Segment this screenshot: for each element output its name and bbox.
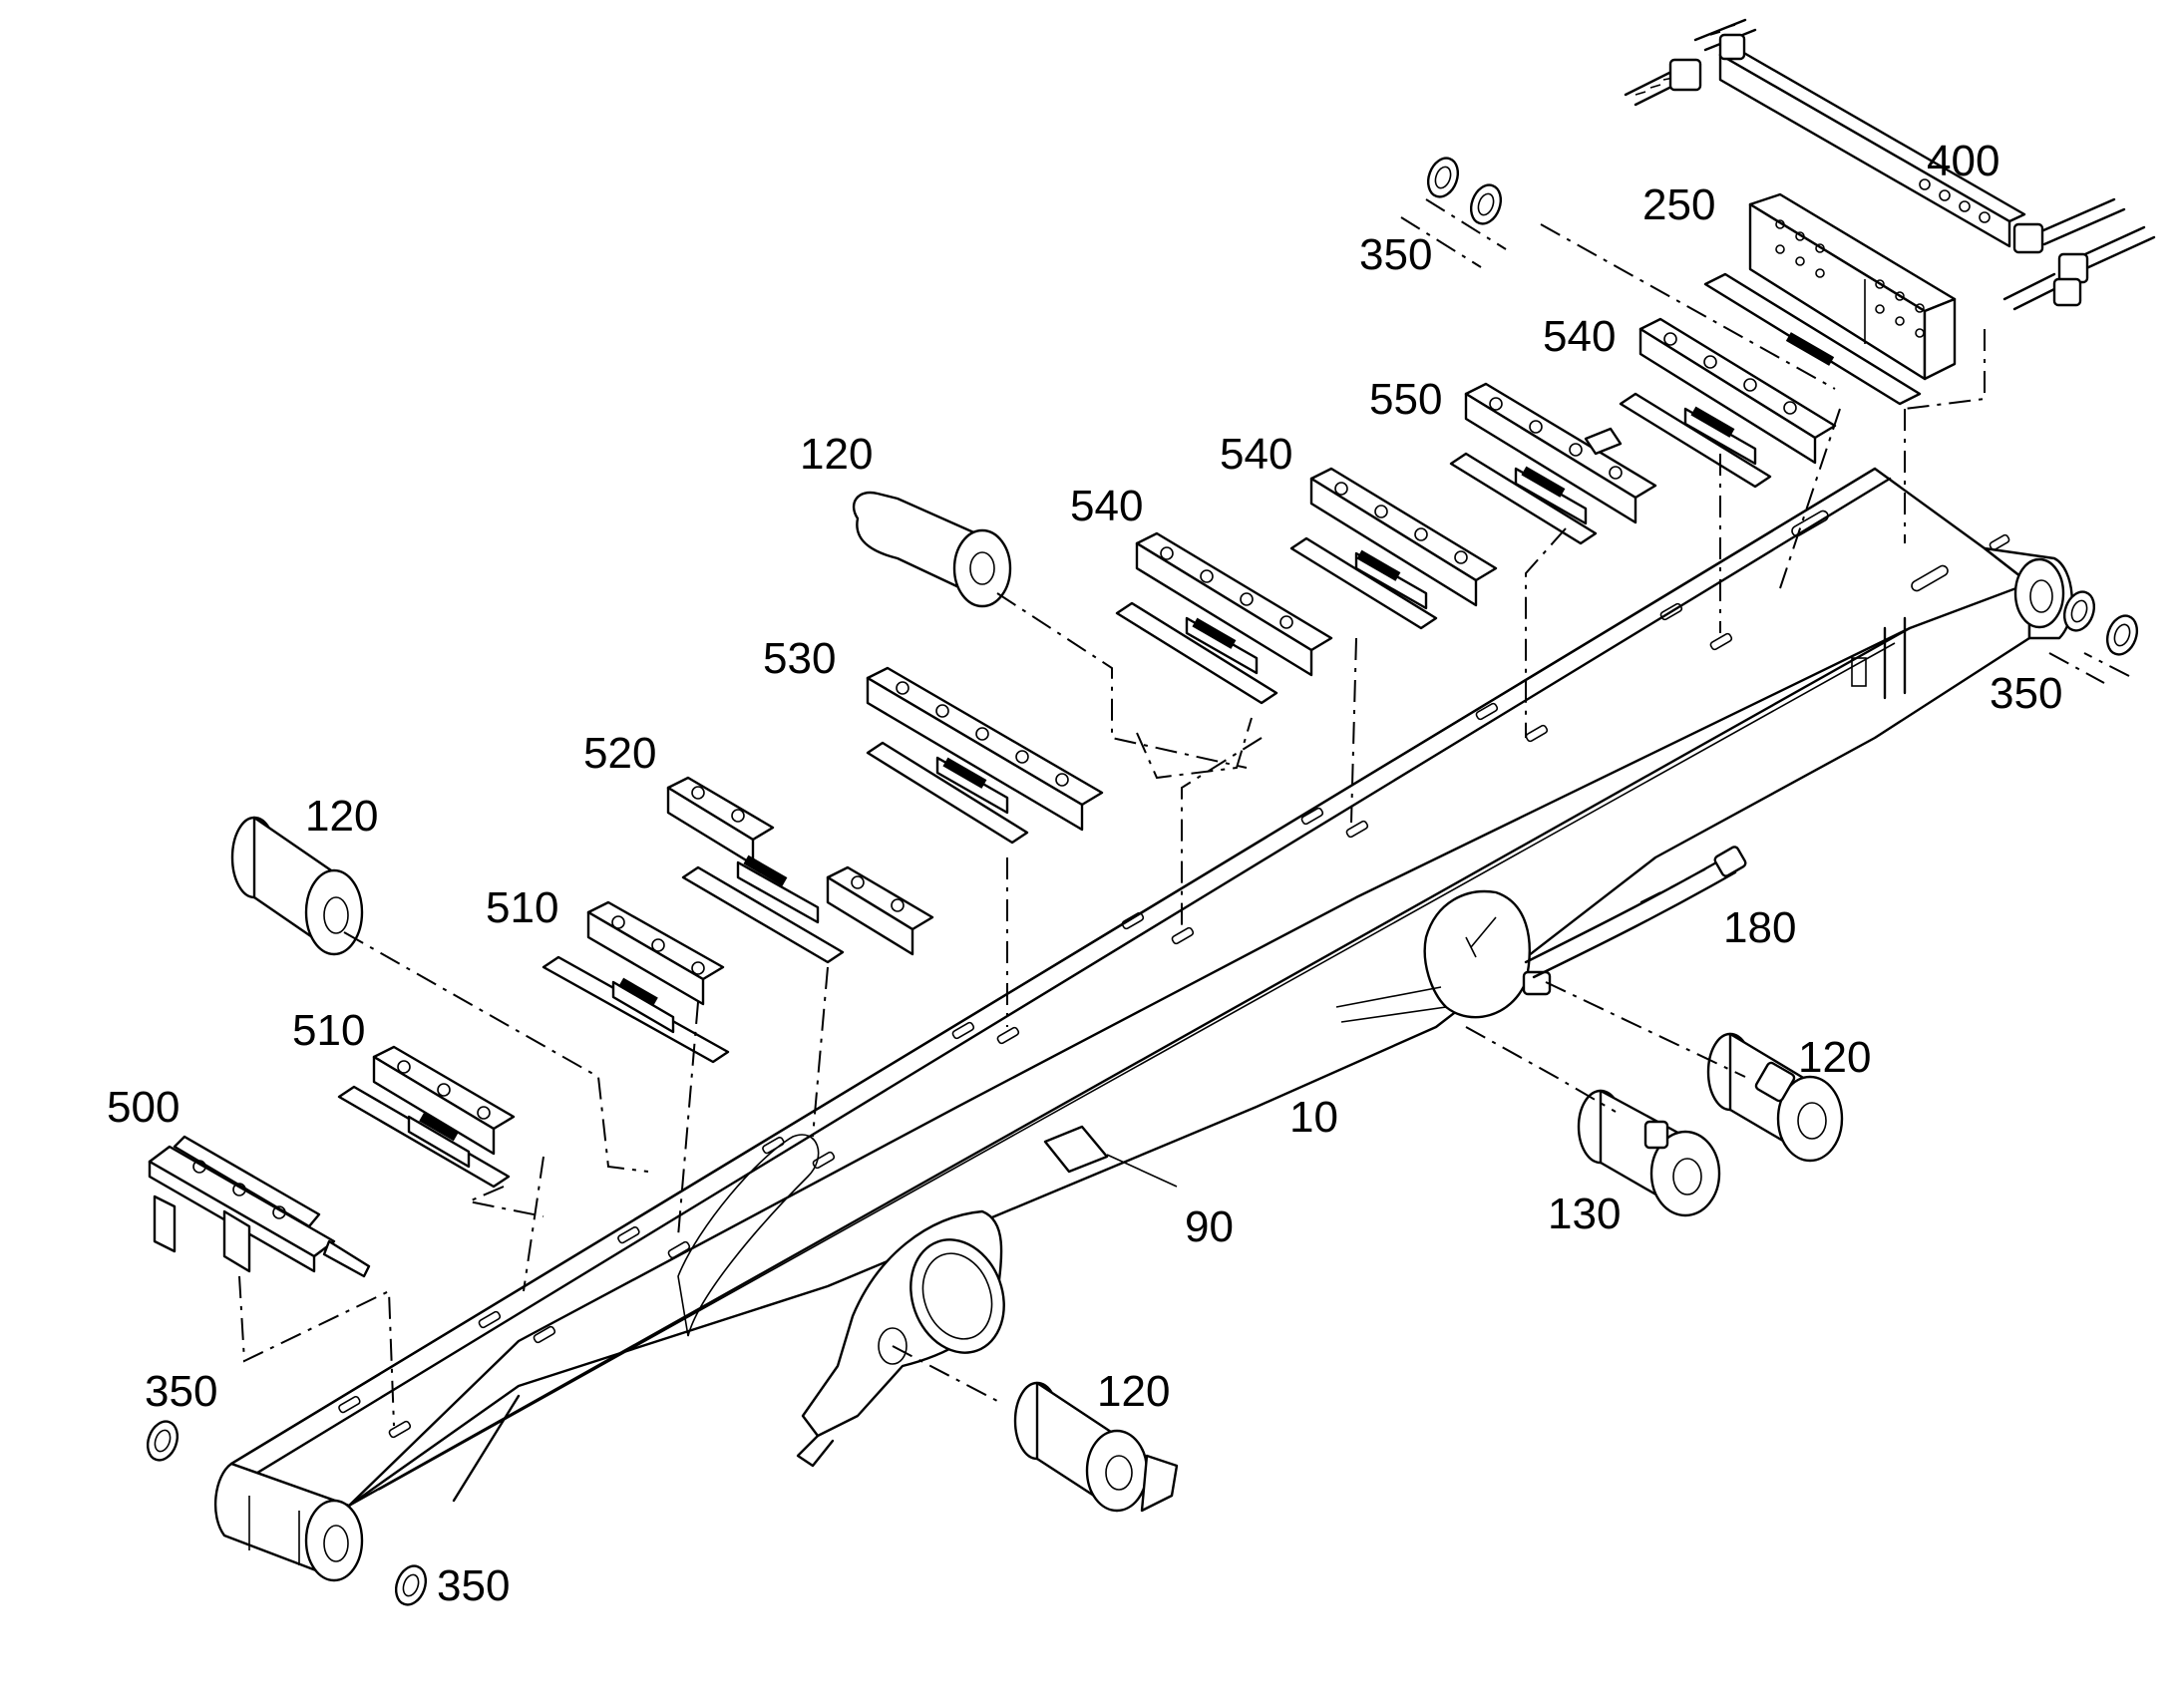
callout-120-right: 120 (1798, 1033, 1871, 1082)
callout-400: 400 (1927, 137, 1999, 185)
washer-350-top (1426, 157, 1503, 225)
pin-120-left (230, 816, 364, 956)
clamp-530 (866, 666, 1104, 845)
callout-10: 10 (1289, 1093, 1338, 1142)
callout-510-b: 510 (292, 1006, 365, 1055)
callout-500: 500 (107, 1083, 180, 1132)
pin-120-top (852, 491, 1012, 608)
callout-250: 250 (1642, 180, 1715, 229)
washer-350-right (2062, 590, 2139, 656)
clamp-520 (666, 776, 934, 964)
callout-530: 530 (763, 634, 836, 683)
callout-540-c: 540 (1070, 482, 1143, 530)
label-plate-90 (1043, 1125, 1178, 1188)
callout-550: 550 (1369, 375, 1442, 424)
callout-350-bottom: 350 (437, 1561, 510, 1610)
callout-510-a: 510 (486, 883, 558, 932)
clamp-510-lower (337, 1045, 516, 1189)
pin-130 (1577, 1089, 1721, 1217)
clamp-550 (1449, 382, 1657, 545)
callout-540-a: 540 (1543, 312, 1616, 361)
clamp-540-right (1619, 317, 1837, 489)
callout-350-top: 350 (1359, 230, 1432, 279)
callout-350-right: 350 (1990, 669, 2062, 718)
cylinder-bracket-lower (796, 1209, 1005, 1468)
callout-520: 520 (583, 729, 656, 778)
boom-foot (213, 1462, 364, 1582)
callout-90: 90 (1185, 1202, 1234, 1251)
callout-180: 180 (1723, 903, 1796, 952)
callout-labels: 400 250 350 540 550 540 120 540 530 520 … (107, 137, 2062, 1610)
cylinder-mount-upper (1335, 889, 1552, 1023)
callout-540-b: 540 (1220, 430, 1292, 479)
clamp-500 (148, 1135, 371, 1278)
callout-120-bottom: 120 (1097, 1367, 1170, 1416)
callout-350-left: 350 (145, 1367, 217, 1416)
clamp-540-left (1115, 531, 1333, 705)
boom-body (229, 467, 2031, 1508)
washer-350-bottom (394, 1564, 428, 1606)
assembly-leader-lines (238, 198, 2130, 1427)
pipe-bar-400 (1624, 18, 2156, 311)
hose-180 (1524, 846, 1747, 979)
clamp-510-upper (542, 900, 730, 1064)
callout-120-left: 120 (305, 792, 378, 841)
clamp-540-mid (1289, 467, 1498, 630)
washer-350-left (146, 1420, 180, 1462)
callout-130: 130 (1548, 1190, 1621, 1238)
pin-120-right (1706, 1032, 1844, 1163)
callout-120-top: 120 (800, 430, 873, 479)
pin-120-bottom (1013, 1381, 1179, 1513)
manifold-block-250 (1703, 192, 1957, 406)
